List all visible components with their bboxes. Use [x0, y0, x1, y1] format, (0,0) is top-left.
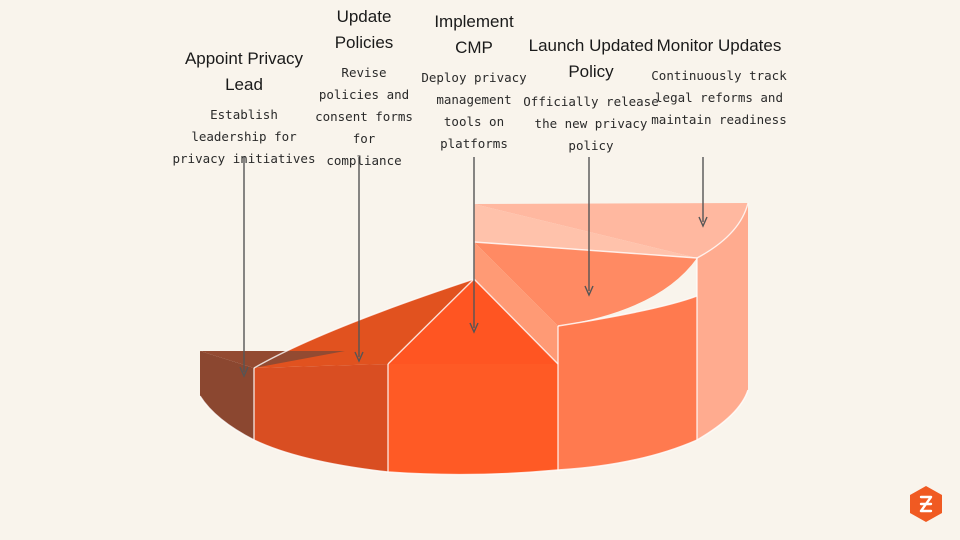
- step-title: Implement CMP: [434, 12, 514, 57]
- step-launch-updated-policy: Launch Updated Policy Officially release…: [522, 33, 660, 157]
- segment-launch-updated-policy: [474, 204, 697, 470]
- hexagon-logo-icon: [910, 486, 942, 522]
- step-description: Deploy privacy management tools on platf…: [421, 70, 527, 151]
- step-implement-cmp: Implement CMP Deploy privacy management …: [418, 9, 530, 155]
- step-description: Continuously track legal reforms and mai…: [651, 68, 787, 127]
- segment-implement-cmp: [388, 242, 558, 475]
- step-description: Establish leadership for privacy initiat…: [172, 107, 316, 166]
- segment-update-policies: [254, 279, 474, 472]
- step-appoint-privacy-lead: Appoint Privacy Lead Establish leadershi…: [172, 46, 316, 170]
- step-title: Update Policies: [334, 7, 394, 52]
- step-monitor-updates: Monitor Updates Continuously track legal…: [650, 33, 788, 131]
- step-update-policies: Update Policies Revise policies and cons…: [314, 4, 414, 172]
- step-title: Appoint Privacy Lead: [184, 49, 304, 94]
- segment-appoint-privacy-lead: [200, 351, 345, 440]
- step-description: Officially release the new privacy polic…: [523, 94, 659, 153]
- step-title: Launch Updated Policy: [528, 36, 654, 81]
- step-description: Revise policies and consent forms for co…: [315, 65, 413, 168]
- pointer-lines: [239, 157, 708, 378]
- segment-monitor-updates: [474, 203, 748, 440]
- step-title: Monitor Updates: [656, 36, 782, 55]
